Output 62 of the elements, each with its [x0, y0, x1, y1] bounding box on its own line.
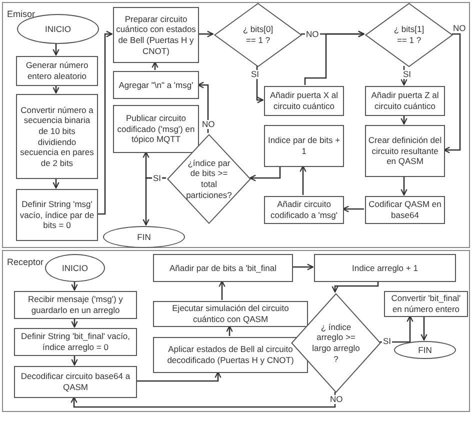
process-box: Crear definición del circuito resultante en QASM: [365, 125, 445, 177]
arrow: [249, 166, 281, 182]
arrow: [197, 82, 209, 133]
arrow: [142, 177, 166, 226]
arrow: [97, 30, 113, 215]
arrow: [380, 315, 414, 343]
process-box: Publicar circuito codificado ('msg') en tópico MQTT: [113, 105, 199, 153]
process-box: Convertir 'bit_final' en número entero: [384, 291, 468, 317]
terminal-ellipse: INICIO: [45, 254, 105, 282]
arrow: [71, 318, 78, 328]
arrow: [292, 264, 314, 270]
edge-label: NO: [305, 30, 320, 38]
process-box: Agregar "\n" a 'msg': [113, 71, 199, 99]
arrow: [332, 281, 379, 293]
process-box: Añadir par de bits a 'bit_final: [153, 254, 293, 282]
section-heading: Receptor: [7, 257, 44, 268]
arrow: [71, 355, 78, 366]
arrow: [304, 30, 365, 85]
edge-label: SI: [402, 70, 412, 78]
arrow: [52, 85, 60, 94]
process-box: Definir String 'msg' vacío, índice par de bits = 0: [16, 189, 98, 241]
process-box: Codificar QASM en base64: [365, 196, 445, 224]
arrow: [136, 371, 222, 382]
process-box: Decodificar circuito base64 a QASM: [14, 366, 137, 398]
process-box: Recibir mensaje ('msg') y guardarlo en un arreglo: [14, 291, 137, 319]
terminal-ellipse: FIN: [394, 341, 456, 359]
arrow: [342, 206, 364, 212]
process-box: Indice par de bits + 1: [264, 125, 344, 167]
edge-label: NO: [329, 395, 344, 404]
process-box: Aplicar estados de Bell al circuito decodificado (Puertas H y CNOT): [153, 337, 308, 373]
process-box: Preparar circuito cuántico con estados de Bell (Puertas H y CNOT): [113, 7, 199, 63]
edge-label: NO: [201, 120, 216, 128]
decision-diamond: ¿ bits[0] == 1 ?: [214, 3, 302, 67]
section-panel: [2, 250, 470, 412]
process-box: Ejecutar simulación del circuito cuántico con QASM: [153, 301, 308, 327]
edge-label: SI: [152, 174, 162, 182]
section-panel: [2, 2, 470, 248]
edge-label: NO: [452, 24, 467, 32]
arrow: [152, 61, 158, 70]
process-box: Generar número entero aleatorio: [16, 56, 98, 86]
arrow: [198, 30, 214, 38]
arrow: [52, 43, 60, 56]
arrow: [420, 316, 428, 341]
arrow: [400, 115, 408, 125]
process-box: Añadir circuito codificado a 'msg': [264, 196, 344, 224]
arrow: [71, 281, 78, 291]
arrow: [218, 280, 226, 300]
arrow: [400, 176, 408, 196]
decision-diamond: ¿ bits[1] == 1 ?: [365, 3, 453, 67]
process-box: Convertir número a secuencia binaria de 10 bits dividiendo secuencia en pares de 2 bits: [16, 94, 98, 179]
terminal-ellipse: FIN: [103, 226, 185, 248]
process-box: Definir String 'bit_final' vacío, índice arreglo = 0: [14, 328, 137, 356]
edge-label: SI: [382, 337, 392, 346]
arrow: [226, 325, 233, 336]
arrow: [443, 33, 461, 154]
arrow: [300, 165, 306, 195]
edge-label: SI: [250, 70, 260, 78]
arrow: [70, 392, 336, 408]
process-box: Añadir puerta X al circuito cuántico: [264, 86, 344, 116]
process-box: Añadir puerta Z al circuito cuántico: [365, 86, 445, 116]
process-box: Indice arreglo + 1: [314, 254, 456, 282]
arrow: [52, 178, 60, 189]
